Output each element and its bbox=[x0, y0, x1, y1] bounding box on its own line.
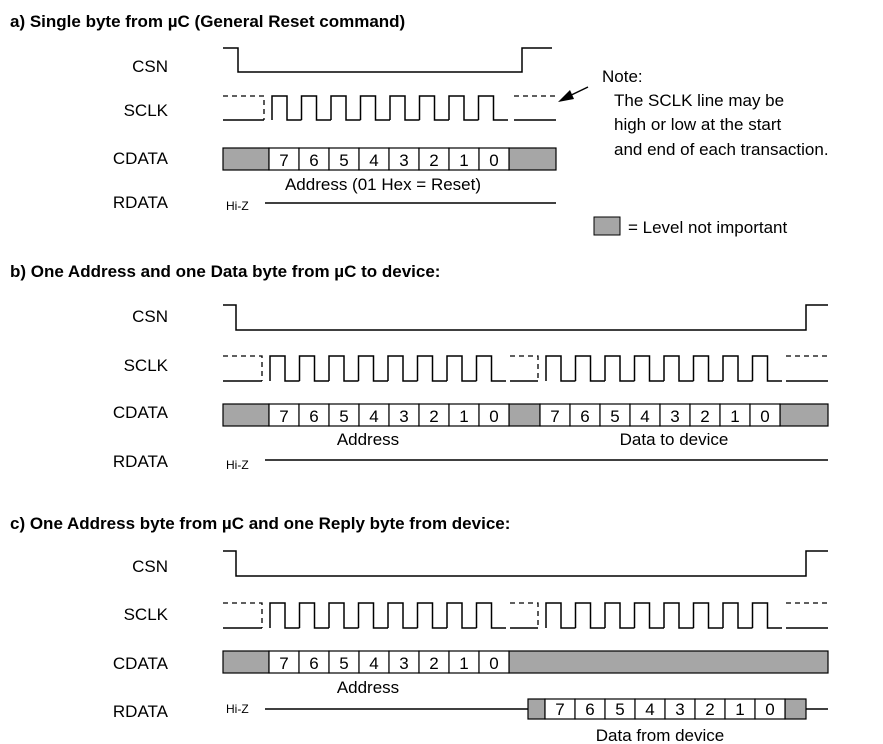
section-b-cdata-bit-label: 7 bbox=[550, 407, 559, 426]
section-b-sclk-label: SCLK bbox=[124, 356, 169, 375]
section-a-cdata-caption: Address (01 Hex = Reset) bbox=[285, 175, 481, 194]
section-c-cdata-bit-label: 5 bbox=[339, 654, 348, 673]
section-b-sclk-gap-high bbox=[510, 355, 539, 381]
note-line-1: Note: bbox=[602, 67, 643, 86]
section-b-cdata-bit-cell bbox=[478, 403, 510, 427]
section-c-address-caption: Address bbox=[337, 678, 399, 697]
section-c-rdata-bit-label: 2 bbox=[705, 700, 714, 719]
section-b-cdata-bit-label: 5 bbox=[610, 407, 619, 426]
section-b-cdata-bit-label: 2 bbox=[700, 407, 709, 426]
section-c-cdata-bit-cell bbox=[478, 650, 510, 674]
section-b-cdata-bit-label: 0 bbox=[489, 407, 498, 426]
section-b-address-caption: Address bbox=[337, 430, 399, 449]
section-a-cdata-bit-label: 7 bbox=[279, 151, 288, 170]
section-a-cdata-bit-label: 3 bbox=[399, 151, 408, 170]
section-b-cdata-bit-label: 2 bbox=[429, 407, 438, 426]
section-b-cdata-bit-label: 4 bbox=[369, 407, 378, 426]
section-b-title: b) One Address and one Data byte from µC… bbox=[10, 262, 440, 281]
section-c-hiz-label: Hi-Z bbox=[226, 702, 249, 716]
section-a-cdata-bit-cell bbox=[478, 147, 510, 171]
section-c-rdata-bit-label: 5 bbox=[615, 700, 624, 719]
section-c-rdata-bit-label: 7 bbox=[555, 700, 564, 719]
legend-swatch bbox=[593, 216, 621, 236]
section-c-rdata-bit-label: 0 bbox=[765, 700, 774, 719]
section-b-cdata-bit-label: 6 bbox=[580, 407, 589, 426]
section-b-cdata-bit-label: 7 bbox=[279, 407, 288, 426]
section-b-sclk-pulses bbox=[269, 355, 506, 382]
section-a-cdata-label: CDATA bbox=[113, 149, 169, 168]
section-c-cdata-dont-care bbox=[222, 650, 270, 674]
section-b-cdata-bit-label: 5 bbox=[339, 407, 348, 426]
section-b-csn-label: CSN bbox=[132, 307, 168, 326]
section-a-cdata-bit-label: 5 bbox=[339, 151, 348, 170]
section-c-cdata-dont-care bbox=[508, 650, 829, 674]
section-c-sclk-pulses bbox=[545, 602, 782, 629]
section-a-cdata-dont-care bbox=[508, 147, 557, 171]
section-c-rdata-bit-label: 1 bbox=[735, 700, 744, 719]
section-a-cdata-bit-label: 2 bbox=[429, 151, 438, 170]
section-b-cdata-label: CDATA bbox=[113, 403, 169, 422]
section-c-sclk-lead-high bbox=[223, 602, 263, 628]
section-b-cdata-bit-cell bbox=[749, 403, 781, 427]
section-c-rdata-label: RDATA bbox=[113, 702, 169, 721]
section-a-csn-wave bbox=[223, 47, 552, 73]
section-c-sclk-gap-high bbox=[510, 602, 539, 628]
waveforms: 7 6 5 4 3 2 1 0 7 6 5 4 3 2 1 0 7 6 5 4 3 2 1 0 7 6 5 4 3 2 1 0 7 6 5 4 3 2 1 0 bbox=[222, 47, 829, 720]
section-c-reply-caption: Data from device bbox=[596, 726, 725, 744]
section-c-csn-label: CSN bbox=[132, 557, 168, 576]
section-b-cdata-bit-label: 0 bbox=[760, 407, 769, 426]
section-c-rdata-bit-cell bbox=[754, 698, 786, 720]
section-c-cdata-bit-label: 2 bbox=[429, 654, 438, 673]
legend-label: = Level not important bbox=[628, 218, 788, 237]
section-c-cdata-bit-label: 6 bbox=[309, 654, 318, 673]
section-c-csn-wave bbox=[223, 550, 828, 577]
section-c-title: c) One Address byte from µC and one Repl… bbox=[10, 514, 510, 533]
section-b-data-caption: Data to device bbox=[620, 430, 729, 449]
section-b-cdata-bit-label: 1 bbox=[730, 407, 739, 426]
section-c-rdata-bit-label: 3 bbox=[675, 700, 684, 719]
note-line-2: The SCLK line may be bbox=[614, 91, 784, 110]
section-c-cdata-label: CDATA bbox=[113, 654, 169, 673]
section-a-rdata-label: RDATA bbox=[113, 193, 169, 212]
section-c-cdata-bit-label: 1 bbox=[459, 654, 468, 673]
section-c-cdata-bit-label: 3 bbox=[399, 654, 408, 673]
section-a-cdata-bit-label: 1 bbox=[459, 151, 468, 170]
section-c-cdata-bit-label: 0 bbox=[489, 654, 498, 673]
section-b-sclk-lead-high bbox=[223, 355, 263, 381]
section-c-sclk-pulses bbox=[269, 602, 506, 629]
section-a-cdata-bit-label: 6 bbox=[309, 151, 318, 170]
section-a-hiz-label: Hi-Z bbox=[226, 199, 249, 213]
section-b-rdata-label: RDATA bbox=[113, 452, 169, 471]
section-c-sclk-label: SCLK bbox=[124, 605, 169, 624]
section-c-cdata-bit-label: 7 bbox=[279, 654, 288, 673]
section-b-hiz-label: Hi-Z bbox=[226, 458, 249, 472]
section-c-rdata-bit-label: 6 bbox=[585, 700, 594, 719]
section-b-csn-wave bbox=[223, 304, 828, 331]
section-a-csn-label: CSN bbox=[132, 57, 168, 76]
section-a-sclk-label: SCLK bbox=[124, 101, 169, 120]
section-b-cdata-bit-label: 3 bbox=[399, 407, 408, 426]
section-c-cdata-bit-label: 4 bbox=[369, 654, 378, 673]
section-c-rdata-bit-label: 4 bbox=[645, 700, 654, 719]
section-a-sclk-lead-high bbox=[223, 95, 265, 120]
note-arrow-head bbox=[558, 90, 574, 102]
section-b-cdata-dont-care bbox=[222, 403, 270, 427]
section-b-sclk-pulses bbox=[545, 355, 782, 382]
section-b-cdata-bit-label: 6 bbox=[309, 407, 318, 426]
section-a-cdata-bit-label: 0 bbox=[489, 151, 498, 170]
section-a-sclk-pulses bbox=[271, 95, 508, 121]
section-b-cdata-bit-label: 3 bbox=[670, 407, 679, 426]
section-a-cdata-dont-care bbox=[222, 147, 270, 171]
section-c-rdata-dont-care bbox=[784, 698, 807, 720]
section-c-rdata-dont-care bbox=[527, 698, 546, 720]
section-b-cdata-bit-label: 4 bbox=[640, 407, 649, 426]
section-b-cdata-bit-label: 1 bbox=[459, 407, 468, 426]
note-line-4: and end of each transaction. bbox=[614, 140, 829, 159]
section-a-cdata-bit-label: 4 bbox=[369, 151, 378, 170]
section-b-cdata-dont-care bbox=[779, 403, 829, 427]
section-a-title: a) Single byte from µC (General Reset co… bbox=[10, 12, 405, 31]
note-line-3: high or low at the start bbox=[614, 115, 782, 134]
section-b-cdata-dont-care bbox=[508, 403, 541, 427]
